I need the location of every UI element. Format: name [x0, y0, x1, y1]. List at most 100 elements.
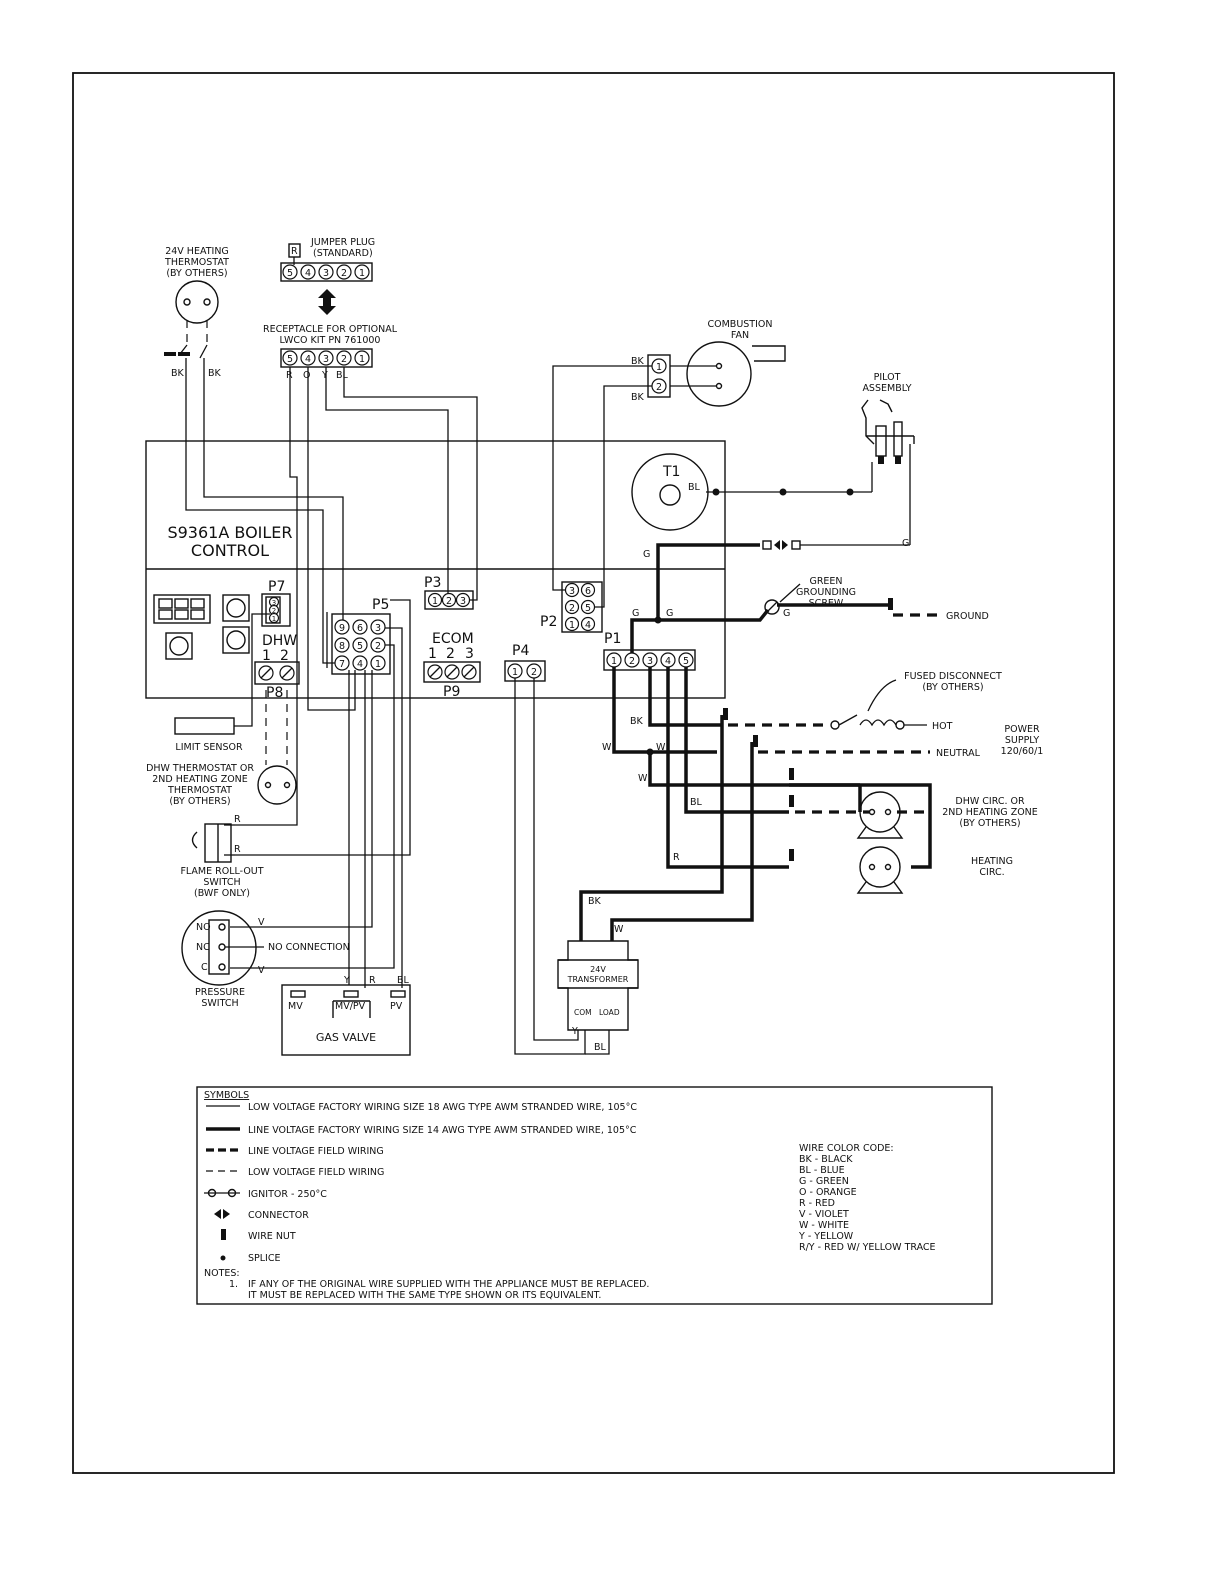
svg-text:2: 2	[341, 268, 347, 279]
control-button-3[interactable]	[222, 626, 250, 654]
svg-text:O - ORANGE: O - ORANGE	[799, 1187, 857, 1198]
wire-nut-icon	[221, 1229, 226, 1240]
svg-text:R/Y - RED W/ YELLOW TRACE: R/Y - RED W/ YELLOW TRACE	[799, 1242, 936, 1253]
connector-p8-dhw: DHW 1 2 P8	[254, 633, 300, 701]
svg-text:P2: P2	[540, 614, 557, 630]
jumper-insert-arrow-icon	[318, 289, 336, 315]
connector-p4: P4 1 2	[504, 643, 546, 682]
svg-text:2: 2	[531, 667, 537, 678]
svg-text:P8: P8	[266, 685, 283, 701]
svg-text:HOT: HOT	[932, 721, 953, 732]
svg-text:LINE VOLTAGE FACTORY WIRING SI: LINE VOLTAGE FACTORY WIRING SIZE 14 AWG …	[248, 1125, 637, 1136]
svg-text:BK: BK	[630, 716, 644, 727]
svg-text:GAS VALVE: GAS VALVE	[316, 1031, 376, 1044]
svg-text:W: W	[614, 924, 624, 935]
svg-text:4: 4	[665, 656, 671, 667]
svg-text:WIRE NUT: WIRE NUT	[248, 1231, 296, 1242]
svg-text:2: 2	[272, 607, 276, 615]
svg-text:LINE VOLTAGE FIELD WIRING: LINE VOLTAGE FIELD WIRING	[248, 1146, 384, 1157]
svg-text:PRESSURE: PRESSURE	[195, 987, 245, 998]
connector-p2: 3 6 2 5 1 4 P2	[540, 581, 603, 633]
svg-text:4: 4	[305, 354, 311, 365]
svg-text:LOW VOLTAGE FACTORY WIRING SIZ: LOW VOLTAGE FACTORY WIRING SIZE 18 AWG T…	[248, 1102, 637, 1113]
svg-text:BK: BK	[631, 392, 645, 403]
control-button-1[interactable]	[165, 632, 193, 660]
svg-text:7: 7	[339, 659, 345, 670]
svg-text:1: 1	[432, 596, 438, 607]
svg-text:2ND HEATING ZONE: 2ND HEATING ZONE	[152, 774, 248, 785]
svg-text:W: W	[602, 742, 612, 753]
svg-text:P7: P7	[268, 579, 285, 595]
svg-text:1: 1	[272, 615, 276, 623]
svg-text:6: 6	[585, 586, 591, 597]
svg-text:2ND HEATING ZONE: 2ND HEATING ZONE	[942, 807, 1038, 818]
thermostat-label-3: (BY OTHERS)	[166, 268, 227, 279]
t1-label: T1	[662, 464, 680, 480]
fan-label-2: FAN	[731, 330, 749, 341]
svg-text:G: G	[666, 608, 673, 619]
svg-text:1: 1	[656, 362, 662, 373]
svg-text:4: 4	[357, 659, 363, 670]
svg-text:2: 2	[375, 641, 381, 652]
svg-text:FLAME ROLL-OUT: FLAME ROLL-OUT	[180, 866, 263, 877]
receptacle-label-1: RECEPTACLE FOR OPTIONAL	[263, 324, 398, 335]
svg-text:SWITCH: SWITCH	[201, 998, 238, 1009]
svg-text:5: 5	[585, 603, 591, 614]
svg-text:2: 2	[656, 382, 662, 393]
svg-text:24V: 24V	[590, 965, 606, 974]
svg-text:BK: BK	[631, 356, 645, 367]
gas-valve: MV MV/PV PV GAS VALVE Y R BL	[281, 975, 411, 1056]
display	[153, 594, 211, 624]
heating-circulator-pump: HEATING CIRC.	[856, 846, 1013, 894]
svg-text:1: 1	[359, 268, 365, 279]
svg-text:3: 3	[647, 656, 653, 667]
svg-text:(BY OTHERS): (BY OTHERS)	[959, 818, 1020, 829]
connector-p5: P5 9 6 3 8 5 2 7 4 1	[326, 597, 391, 675]
svg-text:WIRE COLOR CODE:: WIRE COLOR CODE:	[799, 1143, 894, 1154]
jumper-label-1: JUMPER PLUG	[310, 237, 375, 248]
svg-text:5: 5	[287, 268, 293, 279]
transformer-24v: 24V TRANSFORMER COM LOAD Y BL	[557, 940, 639, 1053]
receptacle-label-2: LWCO KIT PN 761000	[280, 335, 381, 346]
svg-text:1: 1	[512, 667, 518, 678]
ground-connector-icon	[762, 540, 801, 550]
svg-text:SWITCH: SWITCH	[203, 877, 240, 888]
svg-text:NO CONNECTION: NO CONNECTION	[268, 942, 350, 953]
svg-text:DHW THERMOSTAT OR: DHW THERMOSTAT OR	[146, 763, 254, 774]
svg-text:LOAD: LOAD	[599, 1008, 620, 1017]
svg-text:W: W	[638, 773, 648, 784]
svg-text:C: C	[201, 962, 208, 973]
svg-text:R: R	[369, 975, 376, 986]
svg-text:W - WHITE: W - WHITE	[799, 1220, 849, 1231]
svg-text:FUSED DISCONNECT: FUSED DISCONNECT	[904, 671, 1002, 682]
svg-text:NC: NC	[196, 942, 210, 953]
svg-text:1: 1	[611, 656, 617, 667]
svg-text:9: 9	[339, 623, 345, 634]
svg-text:THERMOSTAT: THERMOSTAT	[167, 785, 232, 796]
svg-text:R: R	[234, 844, 241, 855]
limit-sensor: LIMIT SENSOR	[174, 717, 243, 753]
connector-p7: P7 3 2 1	[261, 579, 291, 627]
connector-p3: P3 1 2 3	[424, 575, 474, 610]
svg-text:G: G	[783, 608, 790, 619]
svg-text:Y: Y	[321, 370, 328, 381]
svg-text:P3: P3	[424, 575, 441, 591]
svg-text:BL - BLUE: BL - BLUE	[799, 1165, 845, 1176]
jumper-pins: 5 4 3 2 1	[282, 264, 370, 280]
svg-text:3: 3	[375, 623, 381, 634]
svg-text:P5: P5	[372, 597, 389, 613]
svg-text:1: 1	[262, 648, 271, 664]
svg-text:GROUNDING: GROUNDING	[796, 587, 856, 598]
svg-text:IGNITOR - 250°C: IGNITOR - 250°C	[248, 1189, 327, 1200]
thermostat-body	[175, 280, 219, 324]
svg-text:G: G	[632, 608, 639, 619]
svg-text:MV: MV	[288, 1001, 303, 1012]
svg-text:8: 8	[339, 641, 345, 652]
svg-text:W: W	[656, 742, 666, 753]
svg-text:Y: Y	[571, 1026, 578, 1037]
svg-text:120/60/1: 120/60/1	[1001, 746, 1044, 757]
connector-p9-ecom: ECOM 1 2 3 P9	[423, 631, 481, 700]
control-button-2[interactable]	[222, 594, 250, 622]
svg-text:6: 6	[357, 623, 363, 634]
